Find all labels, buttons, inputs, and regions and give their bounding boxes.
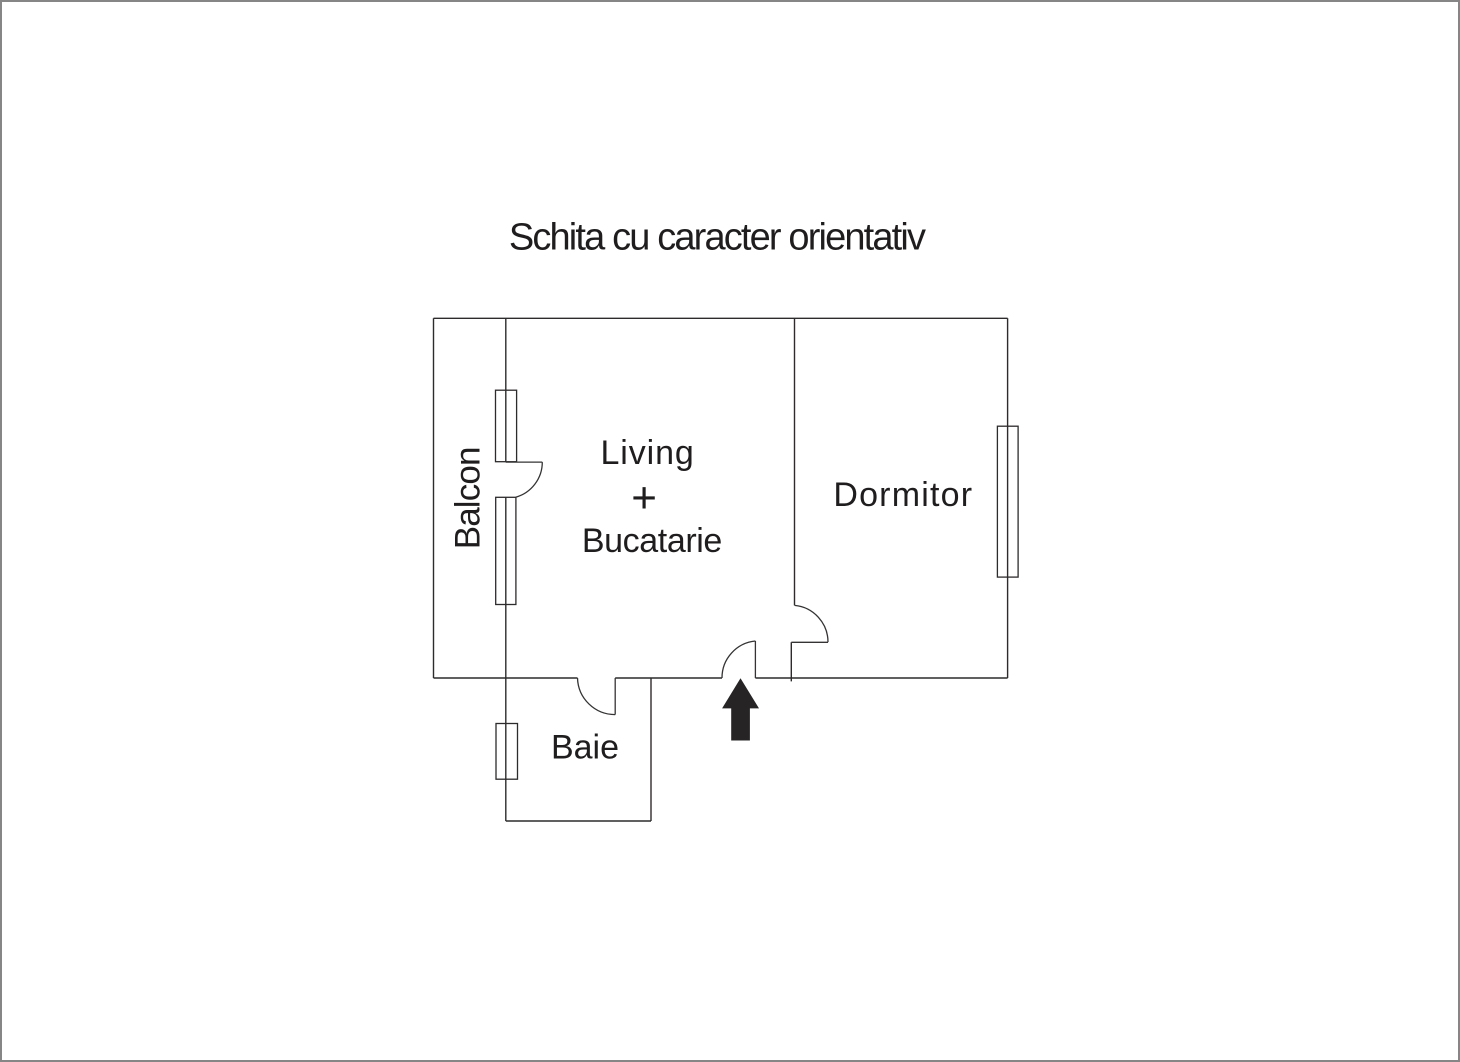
svg-text:Schita cu caracter orientativ: Schita cu caracter orientativ bbox=[509, 217, 926, 259]
svg-text:Baie: Baie bbox=[551, 728, 619, 766]
svg-text:Bucatarie: Bucatarie bbox=[582, 522, 722, 560]
svg-text:Living: Living bbox=[600, 434, 694, 472]
svg-text:Balcon: Balcon bbox=[449, 447, 488, 549]
svg-text:+: + bbox=[631, 474, 657, 523]
svg-text:Dormitor: Dormitor bbox=[833, 476, 973, 514]
